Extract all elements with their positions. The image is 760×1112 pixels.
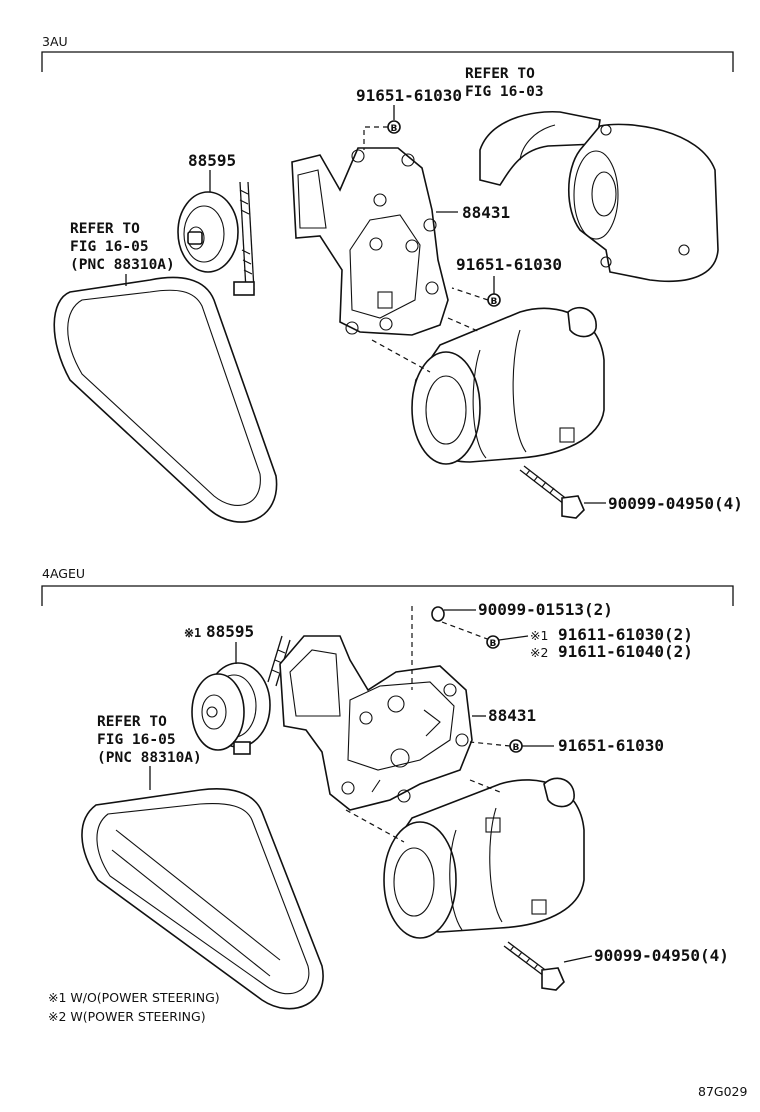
label-bracket-4ageu: 88431 — [488, 706, 536, 725]
engine-label-4ageu: 4AGEU — [42, 566, 85, 581]
section-bracket-4ageu — [41, 585, 734, 606]
nut-upper-3au: B — [363, 120, 401, 150]
refer-belt-4ageu-line1: REFER TO — [97, 714, 167, 730]
drive-belt-4ageu — [81, 788, 324, 1010]
mark-nut-alt-2: ※2 — [530, 645, 548, 660]
notes: ※1 W/O(POWER STEERING) ※2 W(POWER STEERI… — [48, 990, 220, 1024]
label-nut-lower-3au: 91651-61030 — [456, 255, 562, 274]
section-4ageu: 4AGEU — [41, 566, 734, 1010]
idler-pulley-4ageu — [191, 662, 271, 755]
note-1: ※1 W/O(POWER STEERING) — [48, 990, 220, 1005]
figure-code: 87G029 — [698, 1084, 747, 1099]
label-nut-upper-3au: 91651-61030 — [356, 86, 462, 105]
nut-symbol: B — [391, 124, 398, 134]
nut-alt-4ageu: B — [486, 635, 500, 649]
drive-belt — [53, 276, 278, 523]
engine-label-3au: 3AU — [42, 34, 68, 49]
label-washer-4ageu: 90099-01513(2) — [478, 600, 613, 619]
refer-belt-3au-line2: FIG 16-05 — [70, 239, 149, 255]
refer-fig-16-03-line2: FIG 16-03 — [465, 84, 544, 100]
mark-nut-alt-1: ※1 — [530, 628, 548, 643]
label-idler-pulley-3au: 88595 — [188, 151, 236, 170]
svg-text:B: B — [490, 639, 497, 649]
refer-fig-16-03-line1: REFER TO — [465, 66, 535, 82]
label-bolt-4ageu: 90099-04950(4) — [594, 946, 729, 965]
refer-belt-4ageu-line2: FIG 16-05 — [97, 732, 176, 748]
label-idler-pulley-4ageu: 88595 — [206, 622, 254, 641]
mounting-bracket — [291, 147, 449, 336]
label-nut-alt-1: 91611-61030(2) — [558, 625, 693, 644]
alternator — [479, 110, 719, 282]
label-bracket-3au: 88431 — [462, 203, 510, 222]
ac-compressor-4ageu — [345, 777, 585, 939]
section-3au: 3AU — [41, 34, 743, 523]
idler-pulley — [177, 191, 239, 273]
stud-bolt — [233, 181, 255, 296]
washer-4ageu — [411, 606, 491, 690]
refer-belt-3au-line3: (PNC 88310A) — [70, 257, 175, 273]
label-nut-alt-2: 91611-61040(2) — [558, 642, 693, 661]
bolt-4ageu — [503, 941, 593, 991]
ac-compressor — [371, 306, 605, 465]
nut-4ageu: B — [469, 739, 523, 753]
note-2: ※2 W(POWER STEERING) — [48, 1009, 206, 1024]
svg-text:B: B — [513, 743, 520, 753]
nut-lower-3au: B — [451, 287, 501, 307]
bolt-3au — [519, 465, 606, 519]
label-idler-mark-4ageu: ※1 — [184, 626, 201, 640]
mounting-bracket-4ageu — [279, 635, 473, 811]
label-nut-4ageu: 91651-61030 — [558, 736, 664, 755]
section-bracket-3au — [41, 51, 734, 72]
label-bolt-3au: 90099-04950(4) — [608, 494, 743, 513]
refer-belt-3au-line1: REFER TO — [70, 221, 140, 237]
svg-text:B: B — [491, 297, 498, 307]
refer-belt-4ageu-line3: (PNC 88310A) — [97, 750, 202, 766]
